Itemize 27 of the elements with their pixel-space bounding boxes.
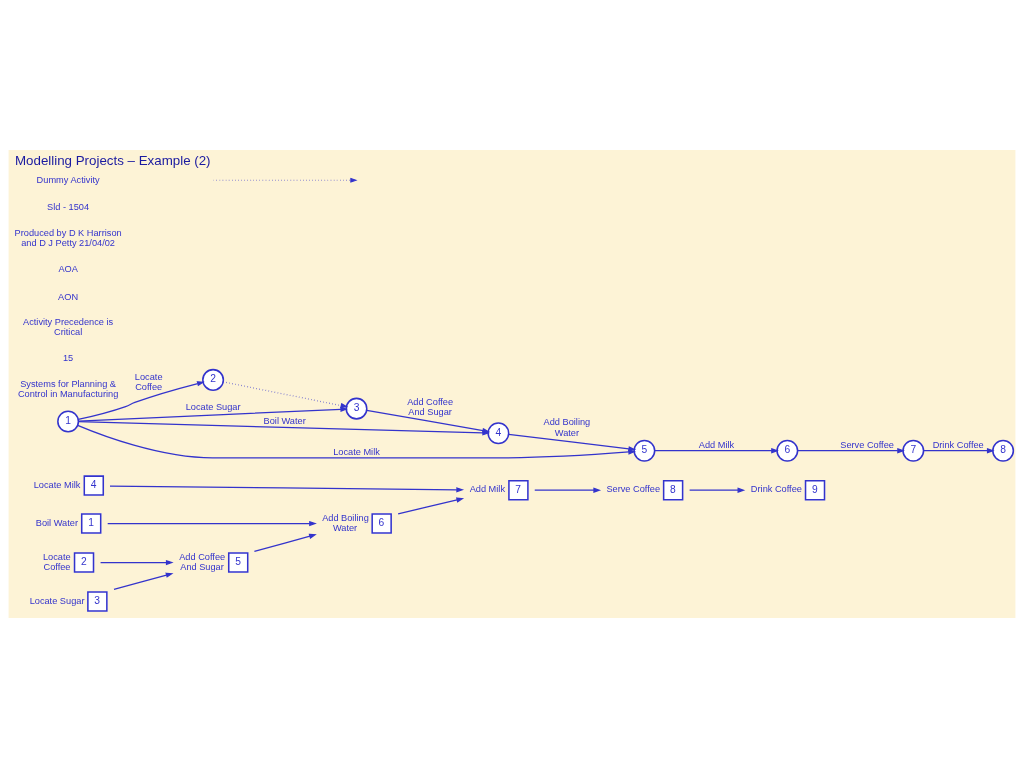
- edge-label: Serve Coffee: [840, 439, 894, 450]
- node-label: Serve Coffee: [606, 484, 661, 495]
- diagram-title: Modelling Projects – Example (2): [14, 152, 211, 168]
- node-label: Locate Sugar: [29, 595, 85, 606]
- label: 15: [62, 353, 74, 364]
- node-label: Add Boiling Water: [322, 512, 369, 533]
- label: AOA: [58, 263, 78, 274]
- edge-label: Add Coffee And Sugar: [407, 396, 454, 417]
- node-label: Locate Milk: [33, 479, 81, 490]
- label: Activity Precedence is Critical: [23, 317, 114, 338]
- edge-label: Locate Milk: [333, 447, 380, 458]
- edge-label: Locate Sugar: [185, 402, 241, 413]
- node-label: Add Milk: [469, 484, 506, 495]
- edge-label: Drink Coffee: [932, 439, 984, 450]
- label: Systems for Planning & Control in Manufacturing: [17, 378, 119, 400]
- edge-label: Add Boiling Water: [543, 417, 591, 438]
- edge-label: Boil Water: [263, 415, 306, 426]
- edge-label: Locate Coffee: [134, 372, 163, 393]
- label: AON: [58, 291, 79, 302]
- node-label: Locate Coffee: [42, 551, 71, 572]
- node-label: Boil Water: [35, 517, 78, 528]
- label: Sld - 1504: [47, 202, 90, 213]
- edge-label: Add Milk: [698, 439, 735, 450]
- legend-label: Dummy Activity: [36, 174, 100, 185]
- node-label: Drink Coffee: [750, 484, 802, 495]
- label: Produced by D K Harrison and D J Petty 21/04/02: [14, 227, 122, 249]
- node-label: Add Coffee And Sugar: [179, 551, 226, 572]
